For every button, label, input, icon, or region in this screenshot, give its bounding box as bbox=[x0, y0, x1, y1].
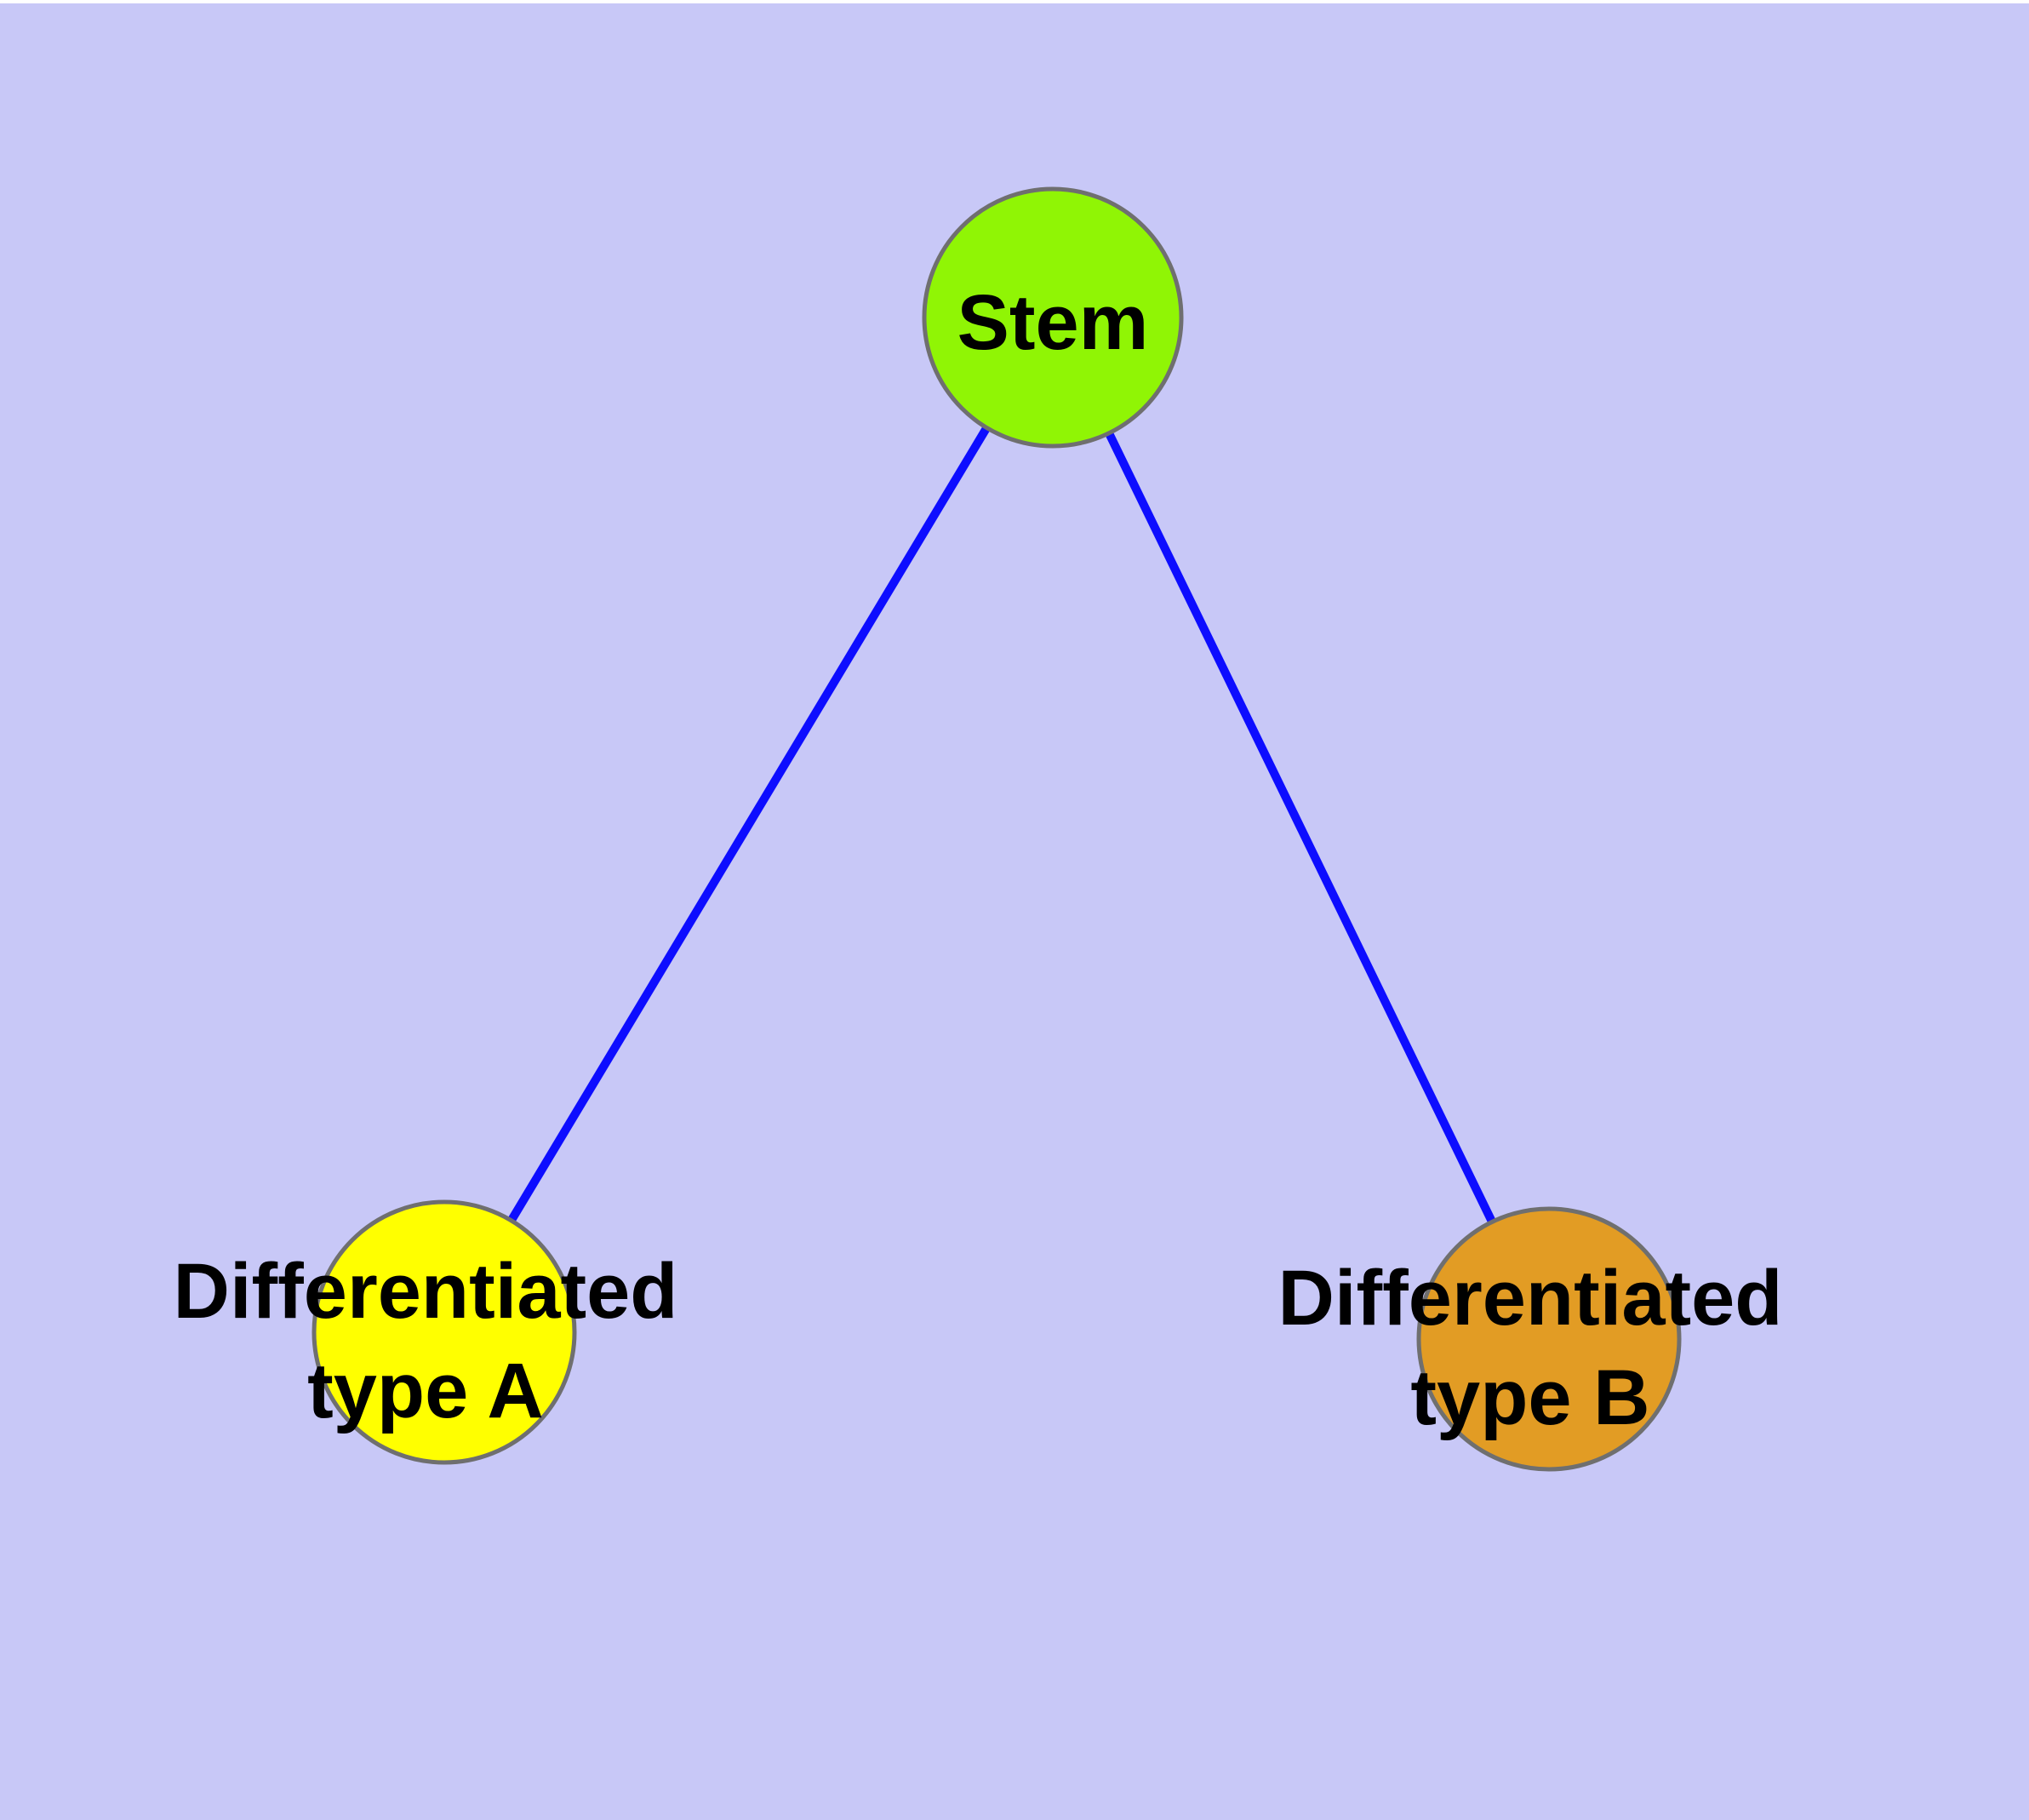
node-stem-label-line-1: Stem bbox=[957, 279, 1149, 366]
node-type-a-label: Differentiated type A bbox=[174, 1248, 678, 1434]
top-strip bbox=[0, 0, 2029, 3]
edge-stem-to-type-a bbox=[440, 315, 1057, 1335]
node-stem-label: Stem bbox=[957, 279, 1149, 366]
edge-stem-to-type-b bbox=[1049, 315, 1553, 1342]
node-type-a-circle bbox=[311, 1199, 577, 1465]
node-type-b-label-line-2: type B bbox=[1410, 1354, 1649, 1441]
node-type-b-circle bbox=[1416, 1206, 1682, 1472]
node-type-b-label-line-1: Differentiated bbox=[1278, 1255, 1783, 1342]
node-type-a-label-line-2: type A bbox=[307, 1348, 544, 1434]
edges-layer bbox=[440, 315, 1553, 1342]
node-type-a-label-line-1: Differentiated bbox=[174, 1248, 678, 1335]
node-type-b-label: Differentiated type B bbox=[1278, 1255, 1783, 1441]
nodes-layer bbox=[311, 186, 1682, 1472]
node-stem-circle bbox=[922, 186, 1184, 449]
